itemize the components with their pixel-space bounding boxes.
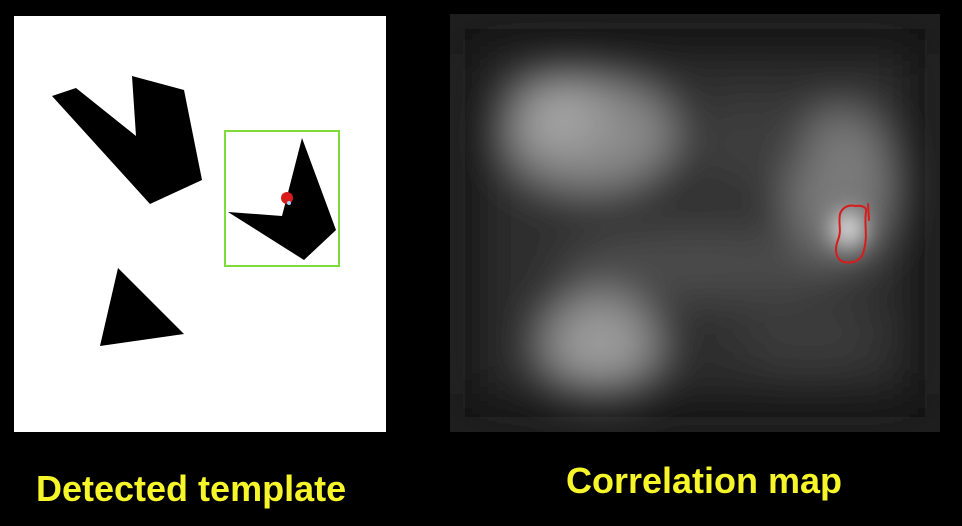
correlation-map-caption: Correlation map (566, 460, 843, 501)
detection-box (224, 130, 340, 267)
detection-marker (281, 192, 293, 204)
correlation-map-image (450, 14, 940, 432)
detection-marker-center (287, 201, 291, 205)
heatmap-peak (818, 197, 878, 261)
detected-template-caption: Detected template (36, 468, 347, 509)
detected-chevron-shape (228, 138, 336, 260)
polygon-shape-large (52, 76, 202, 204)
peak-annotation-outline (835, 203, 870, 264)
detected-template-image (14, 16, 386, 432)
template-scene (14, 16, 386, 432)
correlation-heatmap (450, 14, 940, 432)
triangle-shape (100, 268, 184, 346)
